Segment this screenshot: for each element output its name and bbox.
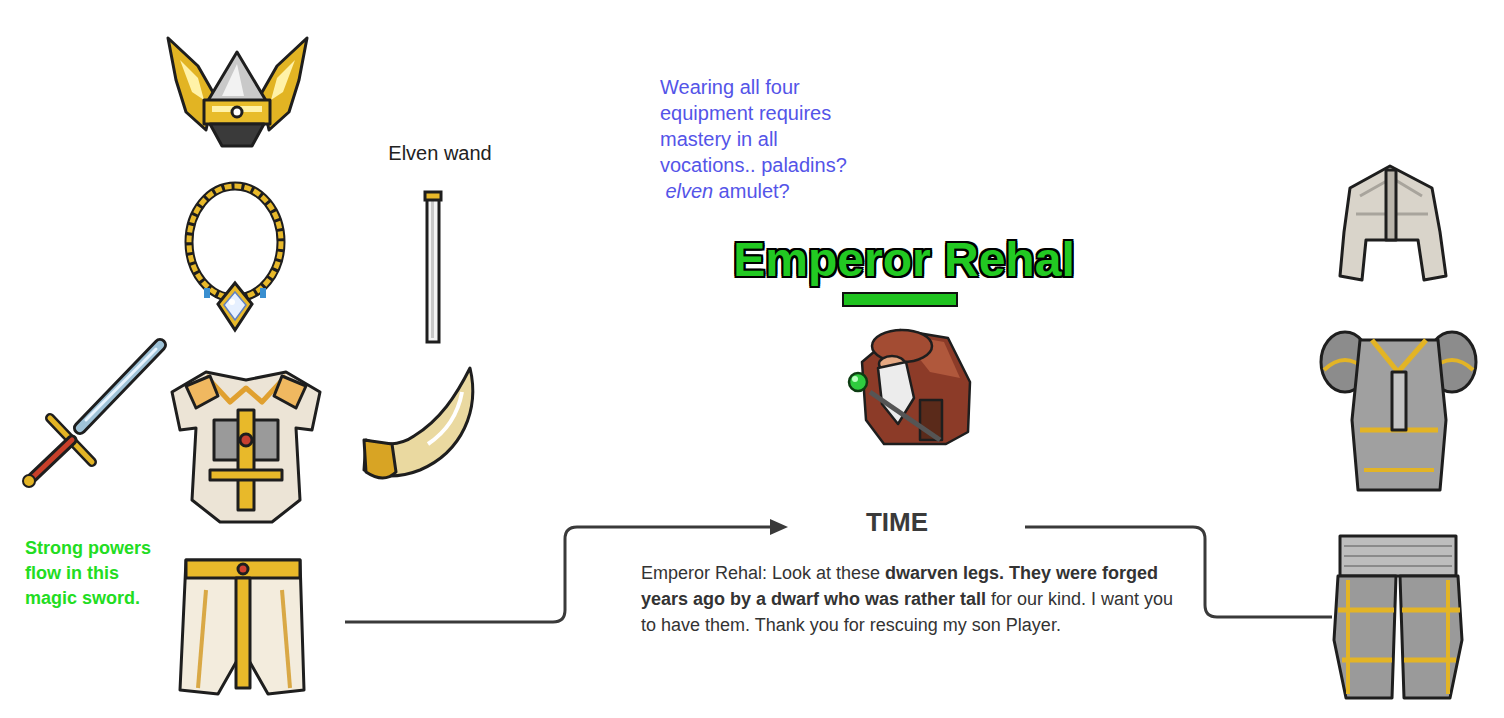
winged-helmet-sprite-part	[232, 107, 242, 117]
magic-sword-sprite-part	[32, 440, 72, 478]
emperor-character-sprite-part	[878, 362, 914, 424]
winged-helmet-sprite-part	[206, 52, 268, 104]
winged-helmet-sprite	[168, 38, 307, 146]
dwarven-legs-sprite-part	[1348, 580, 1448, 694]
time-arrow-part	[770, 519, 788, 535]
winged-helmet-sprite-part	[222, 64, 244, 96]
elven-wand-sprite-part	[431, 200, 434, 338]
holy-armor-sprite-part	[240, 434, 252, 446]
horn-sprite-part	[428, 392, 462, 444]
character-name-text: Emperor Rehal	[733, 233, 1074, 286]
character-name: Emperor Rehal	[654, 233, 1154, 287]
emperor-character-sprite-part	[852, 376, 858, 382]
purple-note-text: Wearing all four equipment requires mast…	[660, 76, 847, 176]
magic-sword-sprite-part	[32, 440, 72, 478]
magic-sword-sprite-part	[80, 345, 160, 428]
emperor-character-sprite-part	[849, 373, 867, 391]
holy-legs-sprite-part	[198, 590, 206, 688]
emperor-character-sprite-part	[862, 330, 970, 444]
holy-legs-sprite	[180, 560, 304, 694]
dwarven-legs-sprite-part	[1338, 610, 1460, 660]
dwarven-legs-sprite-part	[1340, 536, 1456, 576]
amulet-sprite-part	[218, 283, 252, 330]
amulet-sprite-part	[260, 288, 266, 298]
dwarven-helmet-sprite-part	[1386, 170, 1396, 240]
horn-sprite	[364, 368, 473, 478]
emperor-character-sprite-part	[872, 330, 932, 362]
dwarven-legs-sprite-part	[1334, 576, 1396, 698]
dwarven-armor-sprite-part	[1364, 468, 1434, 472]
health-bar-part	[843, 293, 957, 306]
holy-armor-sprite-part	[172, 372, 320, 522]
holy-armor-sprite-part	[238, 410, 254, 510]
holy-legs-sprite-part	[186, 560, 300, 578]
amulet-sprite-part	[204, 288, 210, 298]
holy-armor-sprite-part	[210, 470, 282, 480]
item-look-text-text: Strong powers flow in this magic sword.	[25, 538, 151, 608]
magic-sword-sprite	[23, 345, 160, 487]
dwarven-helmet-sprite-part	[1340, 166, 1446, 280]
winged-helmet-sprite-part	[204, 100, 270, 124]
amulet-sprite	[189, 186, 281, 330]
dwarven-helmet-sprite	[1340, 166, 1446, 280]
time-label-text: TIME	[866, 507, 928, 537]
dwarven-legs-sprite	[1334, 536, 1462, 698]
health-bar	[843, 293, 957, 306]
elven-wand-sprite-part	[427, 196, 439, 342]
dwarven-armor-sprite-part	[1392, 372, 1406, 430]
amulet-sprite-part	[229, 299, 235, 305]
dwarven-armor-sprite	[1321, 332, 1476, 490]
holy-legs-sprite-part	[282, 590, 290, 688]
holy-armor-sprite-part	[274, 376, 306, 408]
emperor-character-sprite	[849, 330, 970, 444]
npc-dialog-text: Emperor Rehal: Look at these	[641, 563, 880, 583]
magic-sword-sprite-part	[80, 345, 160, 428]
elven-wand-sprite	[425, 192, 441, 342]
magic-sword-sprite-part	[23, 475, 35, 487]
elven-wand-sprite-part	[425, 192, 441, 200]
time-label: TIME	[797, 506, 997, 538]
time-arrow	[345, 519, 1332, 622]
holy-legs-sprite-part	[236, 578, 250, 688]
dwarven-legs-sprite-part	[1344, 546, 1452, 566]
dwarven-armor-sprite-part	[1352, 340, 1446, 490]
item-look-text: Strong powers flow in this magic sword.	[25, 536, 175, 611]
npc-dialog-text: dwarven legs.	[885, 563, 1004, 583]
holy-armor-sprite	[172, 372, 320, 522]
dwarven-armor-sprite-part	[1372, 340, 1426, 372]
dwarven-legs-sprite-part	[1400, 576, 1462, 698]
emperor-character-sprite-part	[870, 392, 940, 440]
amulet-sprite-part	[224, 292, 246, 320]
holy-legs-sprite-part	[238, 564, 248, 574]
purple-note: Wearing all four equipment requires mast…	[660, 74, 875, 204]
winged-helmet-sprite-part	[271, 60, 295, 100]
item-label: Elven wand	[370, 141, 510, 165]
winged-helmet-sprite-part	[180, 60, 204, 100]
winged-helmet-sprite-part	[210, 124, 264, 146]
holy-legs-sprite-part	[180, 560, 304, 694]
purple-note-text: amulet?	[719, 180, 790, 202]
npc-dialog: Emperor Rehal: Look at thesedwarven legs…	[641, 560, 1176, 638]
holy-armor-sprite-part	[206, 376, 286, 402]
magic-sword-sprite-part	[86, 349, 156, 420]
holy-armor-sprite-part	[186, 376, 218, 408]
horn-sprite-part	[364, 440, 396, 478]
purple-note-text: elven	[665, 180, 713, 202]
item-label-text: Elven wand	[388, 142, 491, 164]
